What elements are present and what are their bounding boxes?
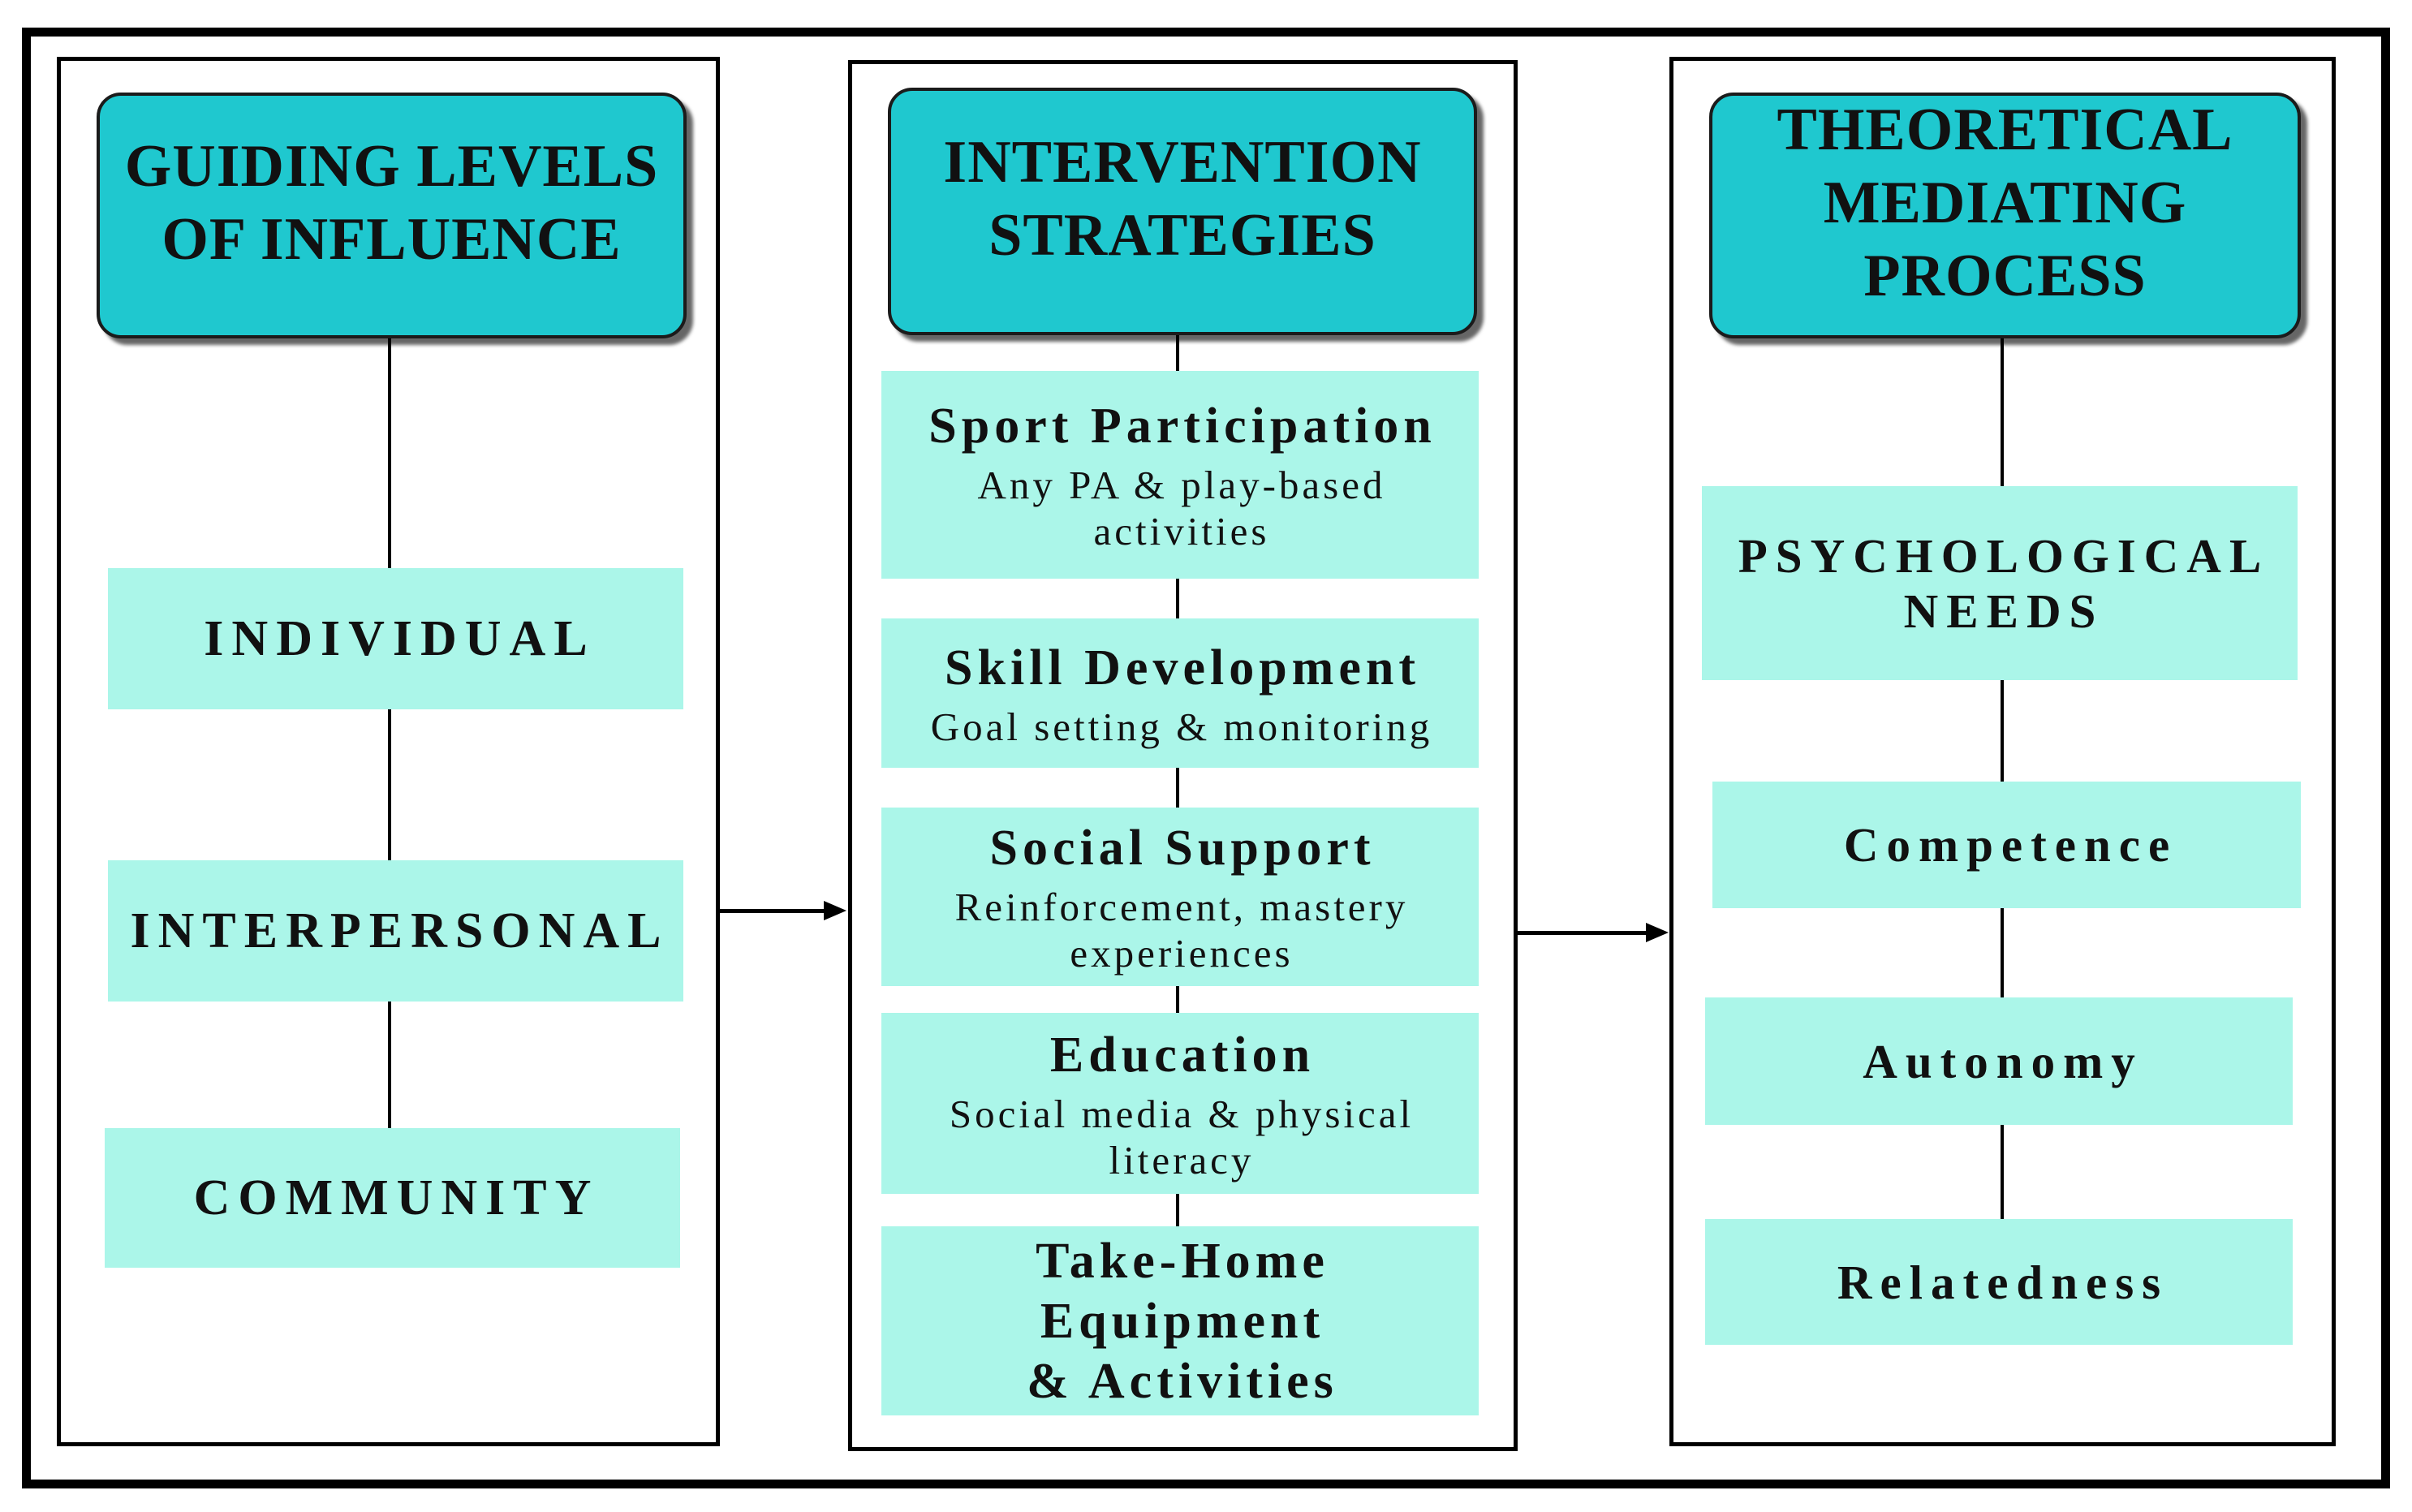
needs-box-autonomy: Autonomy (1705, 997, 2293, 1125)
header-title: GUIDING LEVELS OF INFLUENCE (124, 132, 659, 273)
strategy-box-skill-development: Skill Development Goal setting & monitor… (881, 618, 1479, 768)
strategy-title: Sport Participation (928, 398, 1436, 454)
strategy-description: Goal setting & monitoring (930, 704, 1433, 749)
header-guiding-levels-of-influence: GUIDING LEVELS OF INFLUENCE (97, 93, 687, 338)
connector-line (388, 338, 391, 1128)
arrow-shaft (1518, 931, 1647, 935)
level-label: INTERPERSONAL (130, 903, 670, 958)
need-label: Autonomy (1863, 1034, 2143, 1088)
needs-box-relatedness: Relatedness (1705, 1219, 2293, 1345)
needs-box-competence: Competence (1712, 782, 2301, 908)
level-box-interpersonal: INTERPERSONAL (108, 860, 683, 1002)
panel-guiding-levels-of-influence: GUIDING LEVELS OF INFLUENCE INDIVIDUAL I… (57, 57, 720, 1446)
arrow-head-icon (824, 901, 846, 920)
header-title: INTERVENTION STRATEGIES (943, 128, 1422, 269)
need-label: Competence (1843, 818, 2178, 872)
strategy-box-take-home-equipment: Take-Home Equipment & Activities (881, 1226, 1479, 1415)
strategy-description: Reinforcement, mastery experiences (954, 885, 1409, 976)
strategy-description: Any PA & play-based activities (977, 463, 1386, 554)
header-theoretical-mediating-process: THEORETICAL MEDIATING PROCESS (1709, 93, 2301, 338)
diagram-frame (22, 28, 2390, 1488)
strategy-box-education: Education Social media & physical litera… (881, 1013, 1479, 1194)
level-label: COMMUNITY (193, 1170, 600, 1226)
strategy-title: Skill Development (945, 640, 1420, 696)
strategy-box-sport-participation: Sport Participation Any PA & play-based … (881, 371, 1479, 579)
connector-line (2001, 338, 2004, 1219)
need-label: PSYCHOLOGICAL NEEDS (1738, 528, 2270, 638)
level-box-community: COMMUNITY (105, 1128, 680, 1268)
level-box-individual: INDIVIDUAL (108, 568, 683, 709)
strategy-description: Social media & physical literacy (949, 1091, 1415, 1182)
header-title: THEORETICAL MEDIATING PROCESS (1777, 96, 2233, 309)
need-label: Relatedness (1837, 1255, 2169, 1309)
strategy-title: Social Support (989, 821, 1376, 876)
panel-intervention-strategies: INTERVENTION STRATEGIES Sport Participat… (848, 60, 1518, 1451)
header-intervention-strategies: INTERVENTION STRATEGIES (888, 88, 1477, 335)
level-label: INDIVIDUAL (204, 611, 596, 666)
needs-box-psychological-needs: PSYCHOLOGICAL NEEDS (1702, 486, 2298, 680)
connector-line (1176, 335, 1179, 1226)
arrow-shaft (720, 909, 825, 913)
strategy-title: Education (1049, 1027, 1316, 1083)
arrow-head-icon (1646, 923, 1669, 942)
strategy-title: Take-Home Equipment & Activities (1027, 1233, 1338, 1409)
strategy-box-social-support: Social Support Reinforcement, mastery ex… (881, 808, 1479, 986)
panel-theoretical-mediating-process: THEORETICAL MEDIATING PROCESS PSYCHOLOGI… (1669, 57, 2336, 1446)
